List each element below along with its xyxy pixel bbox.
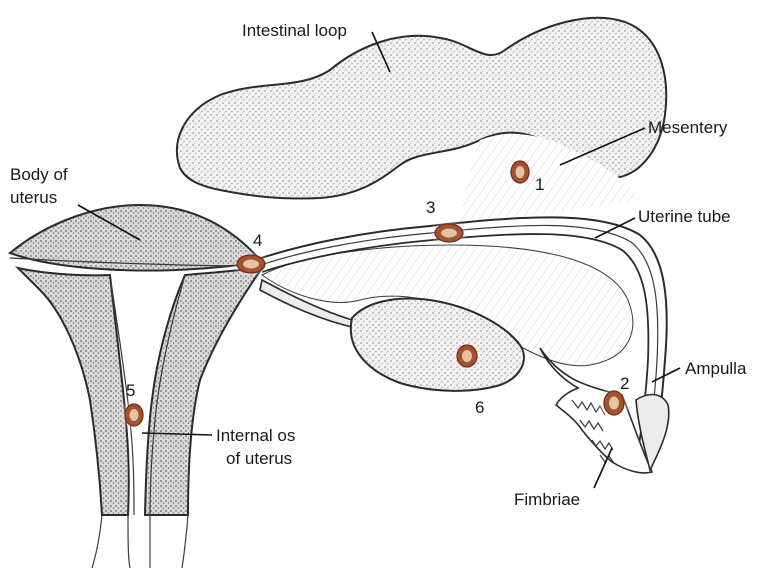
site-number-2: 2 (620, 374, 629, 393)
label-body-of-uterus-2: uterus (10, 188, 57, 207)
uterine-wall-left (18, 268, 129, 515)
label-body-of-uterus-1: Body of (10, 165, 68, 184)
implant-site-5 (118, 399, 150, 431)
uterine-wall-right (145, 268, 262, 515)
implant-site-1 (502, 154, 538, 190)
implant-site-3 (429, 219, 469, 247)
fimbriae (540, 348, 652, 473)
site-number-5: 5 (126, 381, 135, 400)
label-uterine-tube: Uterine tube (638, 207, 731, 226)
label-internal-os-2: of uterus (226, 449, 292, 468)
label-ampulla: Ampulla (685, 359, 747, 378)
label-fimbriae: Fimbriae (514, 490, 580, 509)
site-number-1: 1 (535, 175, 544, 194)
label-internal-os-1: Internal os (216, 426, 295, 445)
vaginal-walls (92, 515, 188, 568)
site-number-4: 4 (253, 231, 262, 250)
site-number-3: 3 (426, 198, 435, 217)
implant-site-4 (231, 250, 271, 278)
site-number-6: 6 (475, 398, 484, 417)
label-mesentery: Mesentery (648, 118, 728, 137)
label-intestinal-loop: Intestinal loop (242, 21, 347, 40)
implant-site-6 (450, 339, 484, 373)
